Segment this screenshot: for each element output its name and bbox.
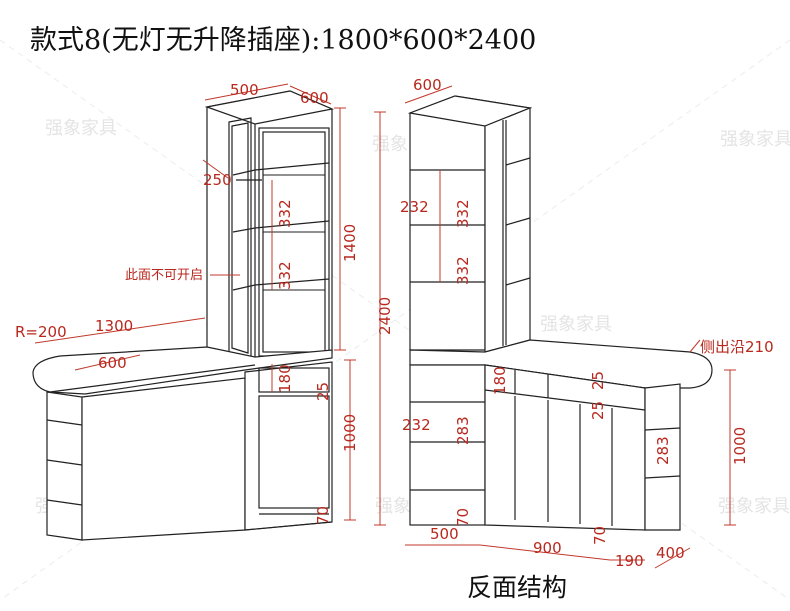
note-not-openable: 此面不可开启 — [125, 268, 203, 283]
watermark-text: 强象家具 — [718, 496, 790, 517]
dim-lower-height: 1000 — [731, 427, 749, 465]
dim-drawer: 180 — [276, 364, 294, 393]
dim-shelf-a: 232 — [400, 198, 429, 216]
left-cabinet-drawing — [32, 90, 335, 541]
dim-width-small: 190 — [615, 552, 644, 570]
right-dimensions: 600 232 332 332 2400 侧出沿210 180 25 25 23… — [374, 76, 774, 570]
watermark-text: 强象家具 — [45, 118, 117, 139]
dim-top-width: 600 — [413, 76, 442, 94]
dim-top-gap: 25 — [314, 382, 332, 401]
dim-plinth: 70 — [314, 506, 332, 525]
dim-counter-length: 1300 — [95, 317, 133, 335]
caption: 反面结构 — [467, 573, 568, 602]
dim-side-depth: 250 — [203, 171, 232, 189]
dim-top-depth: 500 — [230, 81, 259, 99]
dim-shelf-c: 332 — [454, 256, 472, 285]
dim-edge-note: 侧出沿210 — [700, 338, 774, 356]
left-dimensions: 500 600 250 332 332 1400 此面不可开启 R=200 13… — [15, 81, 359, 525]
dim-width-left: 500 — [430, 525, 459, 543]
dim-left-shelf: 232 — [402, 416, 431, 434]
right-cabinet-drawing — [407, 95, 713, 531]
page-title: 款式8(无灯无升降插座):1800*600*2400 — [30, 25, 537, 56]
dim-drawer-gap-bottom: 25 — [589, 401, 607, 420]
dim-radius: R=200 — [15, 323, 67, 341]
watermark-text: 强象家具 — [720, 129, 790, 150]
dim-shelf-2: 332 — [276, 261, 294, 290]
dim-drawer: 180 — [491, 366, 509, 395]
dim-counter-depth: 600 — [98, 354, 127, 372]
dim-drawer-gap-top: 25 — [589, 371, 607, 390]
dim-width-right: 400 — [656, 544, 685, 562]
watermark-text: 强象家具 — [540, 314, 612, 335]
dim-plinth-right: 70 — [591, 526, 609, 545]
dim-shelf-b: 332 — [454, 199, 472, 228]
dim-total-height: 2400 — [376, 297, 394, 335]
dim-top-width: 600 — [300, 89, 329, 107]
dim-right-shelf: 283 — [654, 436, 672, 465]
dim-width-mid: 900 — [533, 539, 562, 557]
dim-plinth-left: 70 — [454, 508, 472, 527]
dim-lower-height: 1000 — [341, 414, 359, 452]
dim-left-shelf-2: 283 — [454, 416, 472, 445]
dim-shelf-1: 332 — [276, 199, 294, 228]
dim-upper-height: 1400 — [341, 224, 359, 262]
